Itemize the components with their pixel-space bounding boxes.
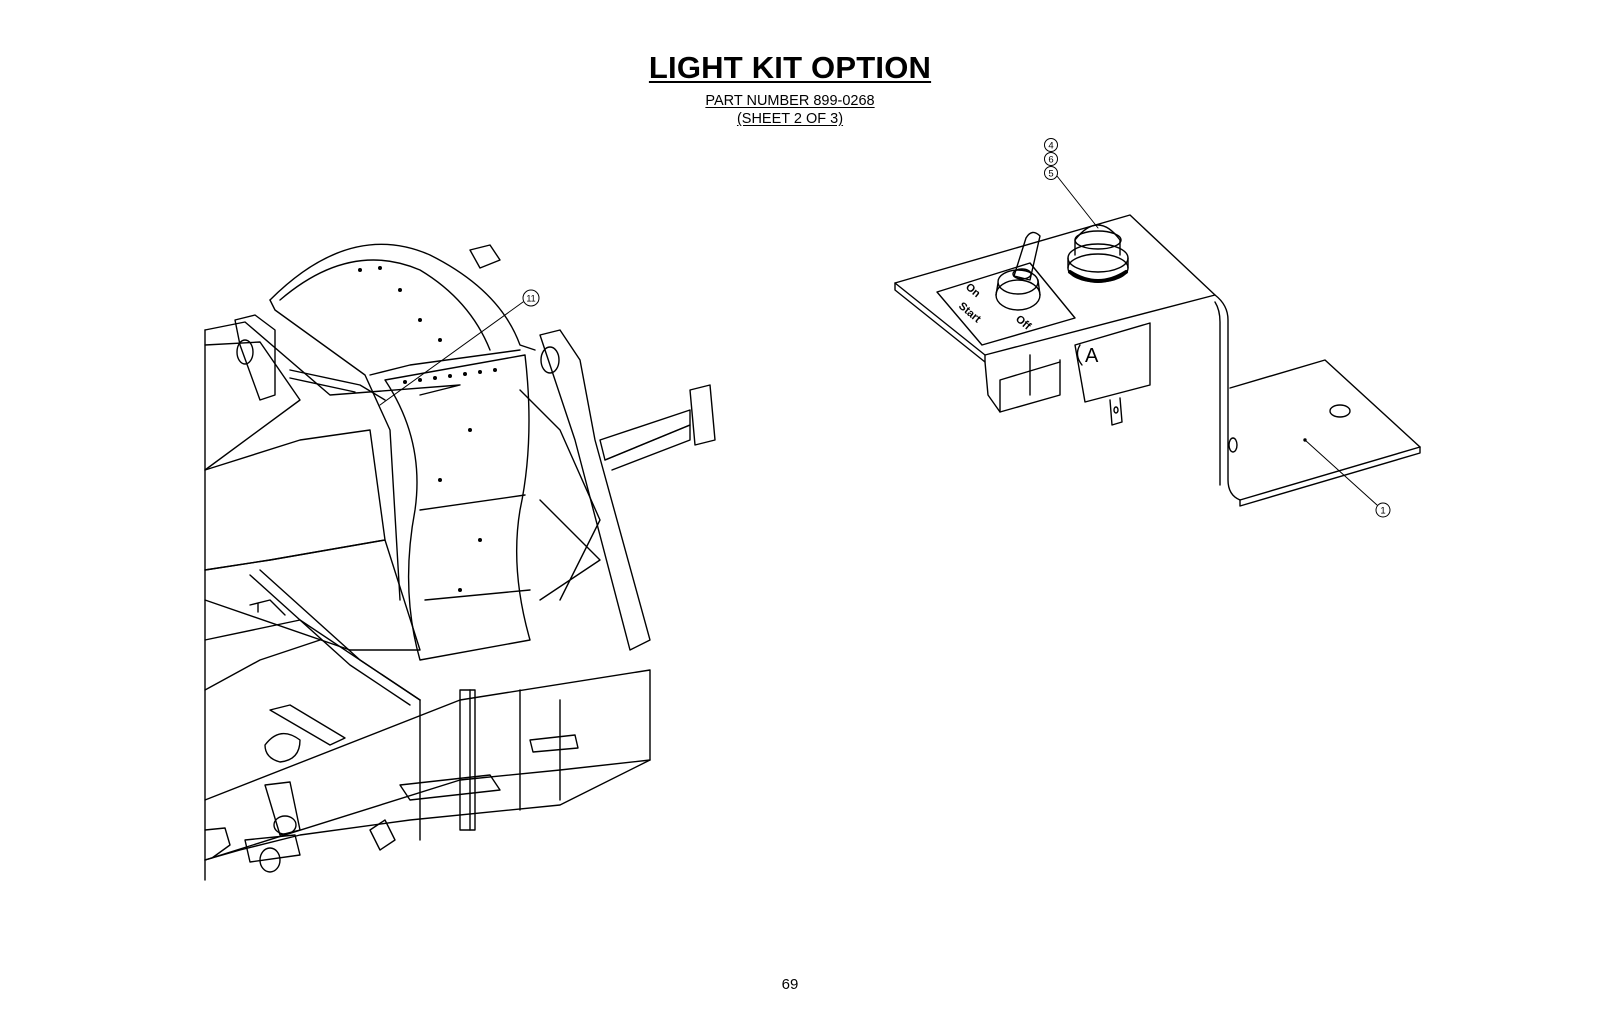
toggle-switch-body [995,279,1041,296]
label-start: Start [956,300,983,326]
callout-11: 11 [526,294,535,304]
front-panel [384,354,531,661]
terminal-tab [1109,397,1123,426]
caster-fork [244,834,301,863]
a-frame-hole [540,346,560,374]
callouts [379,138,1391,518]
post-tube [459,689,476,831]
page-title: LIGHT KIT OPTION [0,50,1580,86]
a-frame-leg [539,329,651,651]
bracket-mark: A [1085,345,1099,367]
callout-4-bubble [1044,138,1058,152]
hitch-plate [689,384,716,446]
bracket-bend [1214,294,1241,501]
hood-top-bracket [469,244,501,269]
top-plate [894,214,1216,356]
callout-6-bubble [1044,152,1058,166]
handle-small [249,599,286,616]
callout-11-bubble [522,289,540,307]
callout-11-leader [379,301,524,406]
a-frame-cross [539,499,601,601]
bracket-mark-arc [1076,344,1083,366]
left-mount [234,314,276,401]
hitch-tube-bottom [604,424,691,471]
part-number-text: PART NUMBER 899-0268 [705,93,875,109]
callout-4: 4 [1048,141,1053,152]
toggle-lever [1013,231,1041,281]
deck-panel [204,341,301,471]
front-panel-seam-2 [424,589,531,601]
base-frame-posts [419,689,561,841]
angle-bracket [269,704,346,746]
hood-left-edge [269,299,401,601]
label-on: On [963,281,983,300]
hood-outer-curve [269,243,536,351]
switch-bracket-assembly [894,214,1421,507]
left-foot [204,827,231,861]
pilot-light-ring [1074,230,1122,250]
rail-2 [249,574,411,706]
frame-tab [369,819,396,851]
switch-housing-face [999,361,1061,413]
small-bracket [529,734,579,753]
deck-floor-edge [204,619,421,701]
bottom-plate-edge [1239,446,1421,507]
rail-1 [259,569,421,701]
callout-5-bubble [1044,166,1058,180]
callout-labels: 4 6 5 11 1 [526,141,1385,517]
pilot-light-nut [1067,243,1129,273]
hood-lip [369,349,521,376]
a-frame-brace [519,389,601,601]
callout-1: 1 [1380,506,1385,517]
pilot-light-side [1067,257,1129,269]
switch-label-plate [936,262,1076,346]
page-number: 69 [781,976,799,993]
base-frame-front [204,669,651,861]
mounting-hole [1329,404,1351,418]
left-tube-end [236,339,254,365]
callout-1-dot [1303,438,1307,442]
switch-housing-left [984,359,1061,413]
knob [264,732,301,763]
top-plate-edge [894,282,986,363]
bottom-plate [1229,359,1421,501]
label-off: Off [1013,313,1033,333]
page-title-text: LIGHT KIT OPTION [648,50,932,85]
toggle-switch-bezel [995,279,1041,311]
front-panel-seam [419,494,526,511]
sheet-number-text: (SHEET 2 OF 3) [736,111,844,127]
pilot-light-lens [1074,224,1121,256]
terminal-hole [1113,406,1119,414]
chute-lower [204,539,421,651]
callout-6: 6 [1048,155,1053,166]
deck-floor-edge-2 [204,639,321,691]
hitch-tube [599,409,691,461]
handle-bar [289,369,386,401]
chute-body-side [204,429,386,571]
light-housing [1074,322,1151,403]
bend-hole [1228,437,1238,453]
bottom-bracket [399,774,501,801]
caster-mount [264,781,301,836]
callout-1-bubble [1375,502,1391,518]
panel-rivets [358,266,497,592]
pilot-light-seal [1068,270,1128,283]
machine-assembly [204,243,716,881]
base-frame-bottom [204,759,651,861]
callout-5: 5 [1048,169,1053,180]
toggle-lever-base [1012,268,1032,280]
hood-inner-curve [279,259,491,351]
callout-5-leader [1056,175,1099,229]
sheet-number: (SHEET 2 OF 3) [0,111,1580,127]
deck-top-edge [204,321,461,396]
callout-1-leader [1304,439,1378,506]
bracket-bend-inner [1214,301,1221,486]
caster-ring [273,815,297,835]
part-number: PART NUMBER 899-0268 [0,93,1580,109]
